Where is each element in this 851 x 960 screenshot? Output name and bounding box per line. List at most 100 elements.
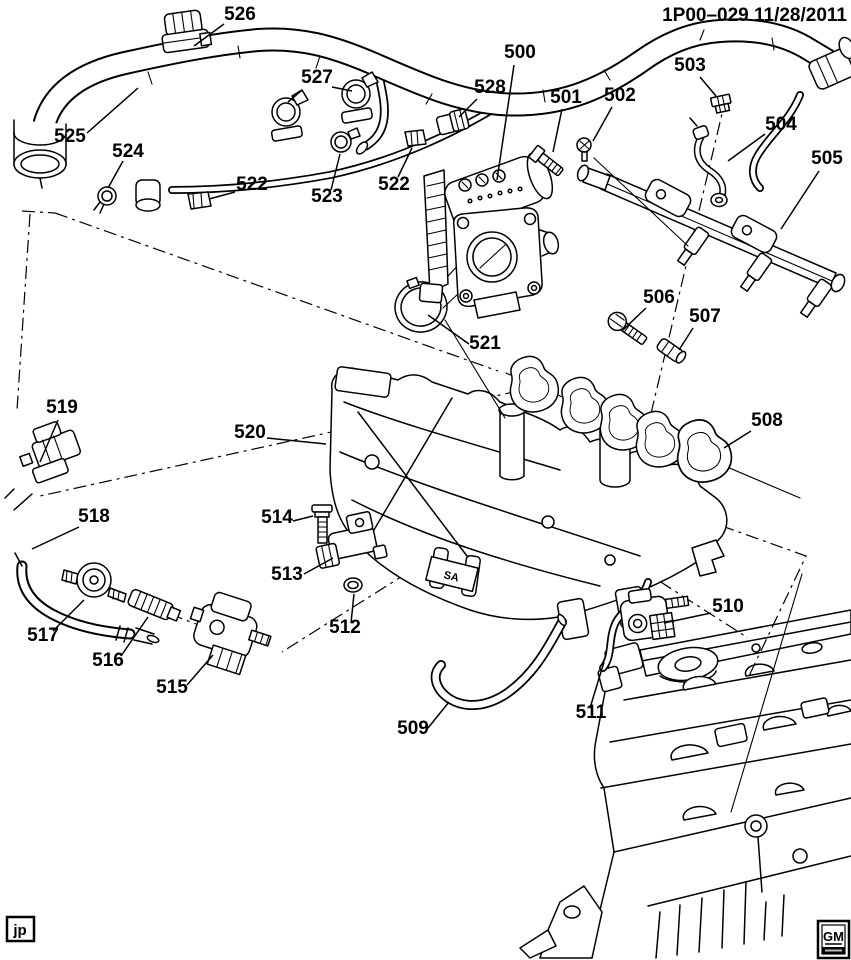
callout-leader-516: [120, 616, 149, 657]
callout-label-520: 520: [234, 422, 266, 443]
part-522-clip-b-art: [404, 129, 427, 147]
callout-label-503: 503: [674, 55, 706, 76]
callout-leader-515: [186, 654, 214, 686]
callout-leader-521: [427, 314, 470, 345]
runner-gaskets-art: [500, 349, 801, 499]
callout-label-522-b: 522: [378, 174, 410, 195]
callout-leader-519: [39, 419, 59, 463]
callout-label-527: 527: [301, 67, 333, 88]
part-501-bolt-art: [528, 144, 564, 177]
callout-label-517: 517: [27, 625, 59, 646]
gm-goodwrench-badge: GM: [816, 919, 851, 960]
callout-leader-507: [678, 327, 694, 351]
callout-label-526: 526: [224, 4, 256, 25]
callout-leader-527: [287, 89, 303, 103]
callout-leader-500: [496, 64, 515, 181]
callout-leader-504: [727, 133, 766, 162]
callout-label-523: 523: [311, 186, 343, 207]
callout-leader-506: [622, 307, 647, 331]
part-514-bolt-art: [311, 504, 333, 544]
drawing-number-and-date: 1P00–029 11/28/2011: [662, 5, 847, 26]
callout-label-513: 513: [271, 564, 303, 585]
callout-label-511: 511: [576, 702, 607, 723]
part-504-fuel-pipe-art: [689, 117, 728, 208]
part-519-connector-art: [4, 421, 82, 511]
callout-label-515: 515: [156, 677, 188, 698]
part-512-seal-art: [343, 577, 363, 593]
callout-leader-508: [723, 430, 752, 449]
part-515-purge-valve-art: [189, 591, 272, 676]
part-500-throttle-body-art: [418, 152, 560, 319]
part-527-clamp-left-art: [270, 89, 309, 142]
callout-leader-503: [699, 76, 717, 97]
projection-line-rail-to-block: [730, 573, 803, 813]
part-520-intake-manifold-art: SA: [329, 366, 728, 641]
manifold-plate-text: SA: [442, 569, 460, 584]
callout-label-514: 514: [261, 507, 293, 528]
manifold-id-plate: SA: [425, 555, 479, 593]
callout-leader-512: [350, 593, 355, 624]
callout-label-518: 518: [78, 506, 110, 527]
callout-leader-522-a: [208, 191, 236, 200]
callout-leader-528: [458, 98, 478, 118]
author-mark: jp: [12, 922, 26, 939]
callout-label-507: 507: [689, 306, 721, 327]
callout-label-500: 500: [504, 42, 536, 63]
engine-block-art: [519, 609, 851, 959]
part-528-clip-art: [435, 108, 470, 136]
projection-corner-right: [696, 516, 807, 677]
callout-label-519: 519: [46, 397, 78, 418]
part-506-bolt-art: [607, 311, 648, 345]
hose-elbow-end: [13, 119, 67, 189]
callout-leader-501: [552, 108, 563, 153]
callout-leader-511: [589, 661, 605, 709]
callout-leader-518: [31, 526, 80, 550]
callout-label-521: 521: [469, 333, 501, 354]
callout-leader-525: [86, 87, 139, 134]
branch-elbow-cap: [135, 179, 161, 212]
callout-leader-520: [266, 437, 327, 445]
callout-label-505: 505: [811, 148, 843, 169]
part-507-spacer-art: [656, 338, 687, 364]
part-518-hose-art: [14, 552, 160, 645]
part-516-fitting-art: [127, 588, 182, 622]
callout-label-502: 502: [604, 85, 636, 106]
author-mark-box: jp: [5, 915, 36, 943]
callout-layer: 526 525 524 522 523 522 527 528 500 501 502 503 504 5…: [27, 4, 843, 739]
part-513-sensor-art: [315, 511, 388, 569]
callout-leader-502: [592, 106, 613, 142]
callout-leader-505: [780, 170, 820, 230]
callout-leader-523: [330, 153, 341, 191]
part-503-nut-art: [709, 93, 732, 114]
part-509-hose-art: [430, 613, 567, 710]
callout-leader-527: [331, 86, 353, 92]
part-522-clip-a-art: [187, 191, 212, 210]
callout-label-512: 512: [329, 617, 361, 638]
hose-right-connector: [808, 36, 851, 90]
callout-label-506: 506: [643, 287, 675, 308]
callout-label-501: 501: [550, 87, 582, 108]
callout-leader-524: [107, 160, 124, 189]
part-526-connector-art: [161, 9, 213, 54]
part-527-clamp-right-art: [340, 71, 379, 124]
callout-leader-517: [52, 599, 85, 632]
callout-label-509: 509: [397, 718, 429, 739]
callout-label-524: 524: [112, 141, 144, 162]
callout-leader-514: [292, 515, 314, 522]
part-517-check-valve-art: [61, 562, 127, 603]
callout-leader-526: [193, 23, 225, 47]
gm-logo-text: GM: [823, 929, 844, 944]
part-523-clamp-art: [330, 127, 361, 153]
callout-label-525: 525: [54, 126, 86, 147]
callout-label-508: 508: [751, 410, 783, 431]
callout-leader-510: [663, 612, 712, 624]
part-510-solenoid-valve-art: [619, 588, 690, 642]
callout-label-528: 528: [474, 77, 506, 98]
callout-label-522-a: 522: [236, 174, 268, 195]
callout-leader-509: [427, 701, 450, 729]
part-505-fuel-rail-art: [576, 164, 846, 318]
callout-label-510: 510: [712, 596, 744, 617]
callout-label-504: 504: [765, 114, 797, 135]
